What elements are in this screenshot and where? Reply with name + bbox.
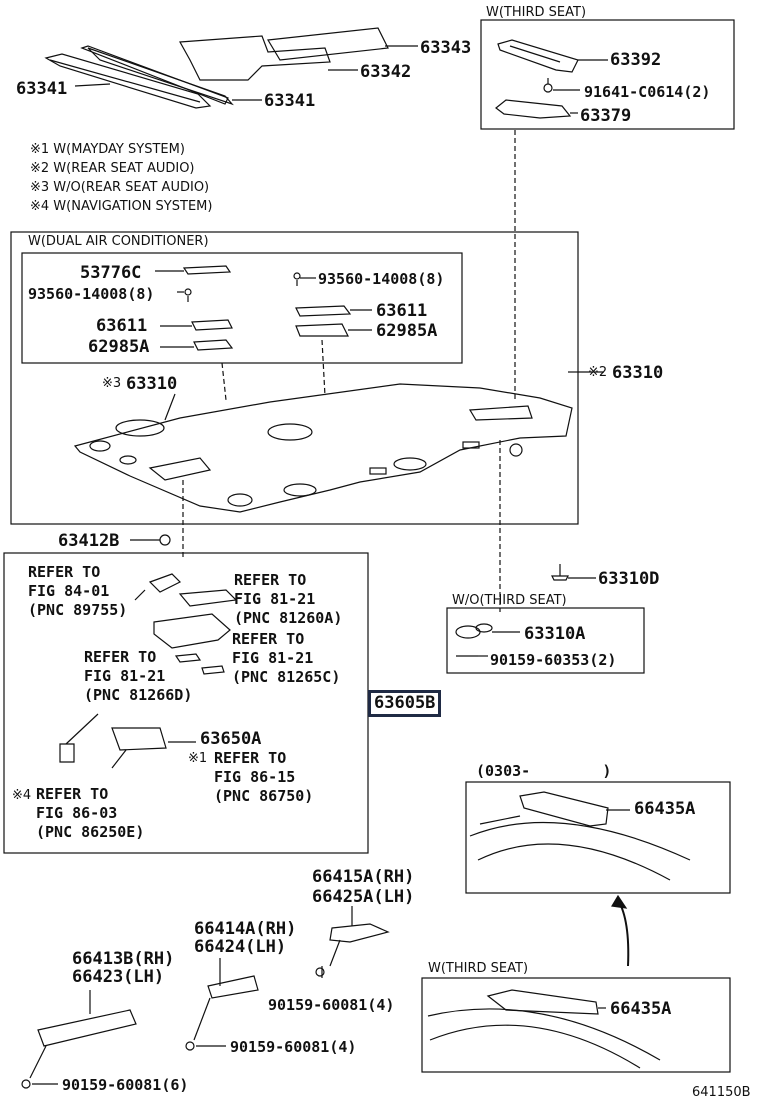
lamp-66414A-shape <box>207 975 259 999</box>
box-wo-third-seat <box>446 607 645 674</box>
box-title-third-seat-bottom: W(THIRD SEAT) <box>428 961 529 976</box>
box-third-seat-bottom <box>421 977 731 1073</box>
ref-81265C-line2: FIG 81-21 <box>232 649 314 667</box>
cap-63310A-shape <box>455 623 493 639</box>
label-63310D: 63310D <box>598 569 660 589</box>
ref-81265C: REFER TO FIG 81-21 (PNC 81265C) <box>232 630 340 687</box>
ref-86-03-line3: (PNC 86250E) <box>36 823 145 841</box>
box-title-third-seat-top: W(THIRD SEAT) <box>486 5 587 20</box>
label-63341-right: 63341 <box>264 91 316 111</box>
note-3: ※3 W/O(REAR SEAT AUDIO) <box>30 180 210 195</box>
label-90159-60081-c: 90159-60081(6) <box>62 1076 189 1094</box>
box-date-range <box>465 781 731 894</box>
note-1: ※1 W(MAYDAY SYSTEM) <box>30 142 185 157</box>
lamp-66413B-shape <box>37 1009 137 1047</box>
console-parts-shapes <box>59 573 238 769</box>
ref-86-15-line3: (PNC 86750) <box>214 787 314 805</box>
box-third-seat-top <box>480 19 735 130</box>
label-62985A-b: 62985A <box>376 321 438 341</box>
label-66425A: 66425A(LH) <box>312 887 415 907</box>
screw-90159-a-shape <box>315 967 325 977</box>
headliner-63310-shape <box>73 383 573 513</box>
mark-4: ※4 <box>12 788 32 803</box>
box-title-dual-ac: W(DUAL AIR CONDITIONER) <box>28 234 209 249</box>
label-63343: 63343 <box>420 38 472 58</box>
box-title-wo-third-seat: W/O(THIRD SEAT) <box>452 593 567 608</box>
pad-63343-shape <box>44 27 389 109</box>
figure-id: 641150B <box>692 1085 751 1100</box>
label-91641: 91641-C0614(2) <box>584 83 711 101</box>
label-93560-a: 93560-14008(8) <box>28 285 155 303</box>
label-63605B[interactable]: 63605B <box>374 693 436 713</box>
highlight-63605B[interactable]: 63605B <box>368 690 442 717</box>
label-53776C: 53776C <box>80 263 142 283</box>
ref-81265C-line3: (PNC 81265C) <box>232 668 341 686</box>
vent-parts-shapes <box>155 265 372 351</box>
ref-86-03-line2: FIG 86-03 <box>36 804 118 822</box>
label-66435A-bottom: 66435A <box>610 999 672 1019</box>
ref-84-01-line1: REFER TO <box>28 563 101 581</box>
label-63392: 63392 <box>610 50 662 70</box>
ref-86-15-line2: FIG 86-15 <box>214 768 296 786</box>
label-90159-60353: 90159-60353(2) <box>490 651 617 669</box>
ref-81266D-line3: (PNC 81266D) <box>84 686 193 704</box>
screw-90159-c-shape <box>21 1079 31 1089</box>
ref-86-15: REFER TO FIG 86-15 (PNC 86750) <box>214 749 313 806</box>
screw-91641-shape <box>543 78 553 93</box>
label-63310A: 63310A <box>524 624 586 644</box>
label-66414A: 66414A(RH) <box>194 919 297 939</box>
clip-63412B-shape <box>159 534 171 546</box>
box-dual-ac-inner <box>21 252 463 364</box>
ref-86-03-line1: REFER TO <box>36 785 109 803</box>
label-93560-b: 93560-14008(8) <box>318 270 445 288</box>
mark-3: ※3 <box>102 376 122 391</box>
ref-81260A: REFER TO FIG 81-21 (PNC 81260A) <box>234 571 342 628</box>
label-63341-left: 63341 <box>16 79 68 99</box>
light-66435A-top-shape <box>469 791 691 881</box>
mark-2: ※2 <box>588 365 608 380</box>
ref-81265C-line1: REFER TO <box>232 630 305 648</box>
label-63611-b: 63611 <box>376 301 428 321</box>
ref-84-01: REFER TO FIG 84-01 (PNC 89755) <box>28 563 127 620</box>
ref-81266D-line2: FIG 81-21 <box>84 667 166 685</box>
box-dual-ac <box>10 231 579 525</box>
ref-86-15-line1: REFER TO <box>214 749 287 767</box>
note-4: ※4 W(NAVIGATION SYSTEM) <box>30 199 213 214</box>
label-90159-60081-a: 90159-60081(4) <box>268 996 395 1014</box>
ref-84-01-line2: FIG 84-01 <box>28 582 110 600</box>
label-66423: 66423(LH) <box>72 967 165 987</box>
lamp-66415A-shape <box>329 906 390 943</box>
bracket-63392-shape <box>497 39 579 73</box>
label-62985A-a: 62985A <box>88 337 150 357</box>
label-63379: 63379 <box>580 106 632 126</box>
label-66415A: 66415A(RH) <box>312 867 415 887</box>
ref-86-03: REFER TO FIG 86-03 (PNC 86250E) <box>36 785 144 842</box>
screw-90159-b-shape <box>185 1041 195 1051</box>
box-title-date-range: (0303- ) <box>476 762 612 780</box>
label-90159-60081-b: 90159-60081(4) <box>230 1038 357 1056</box>
ref-81266D-line1: REFER TO <box>84 648 157 666</box>
mark-1: ※1 <box>188 751 208 766</box>
ref-81266D: REFER TO FIG 81-21 (PNC 81266D) <box>84 648 192 705</box>
ref-81260A-line2: FIG 81-21 <box>234 590 316 608</box>
label-63650A: 63650A <box>200 729 262 749</box>
label-66424: 66424(LH) <box>194 937 287 957</box>
label-63342: 63342 <box>360 62 412 82</box>
label-63412B: 63412B <box>58 531 120 551</box>
label-66413B: 66413B(RH) <box>72 949 175 969</box>
light-66435A-bottom-shape <box>427 989 661 1069</box>
label-63310-right: 63310 <box>612 363 664 383</box>
label-63310-left: 63310 <box>126 374 178 394</box>
ref-84-01-line3: (PNC 89755) <box>28 601 128 619</box>
clip-63310D-shape <box>551 564 569 581</box>
cover-63379-shape <box>495 99 572 119</box>
note-2: ※2 W(REAR SEAT AUDIO) <box>30 161 195 176</box>
ref-81260A-line1: REFER TO <box>234 571 307 589</box>
label-63611-a: 63611 <box>96 316 148 336</box>
ref-81260A-line3: (PNC 81260A) <box>234 609 343 627</box>
label-66435A-top: 66435A <box>634 799 696 819</box>
